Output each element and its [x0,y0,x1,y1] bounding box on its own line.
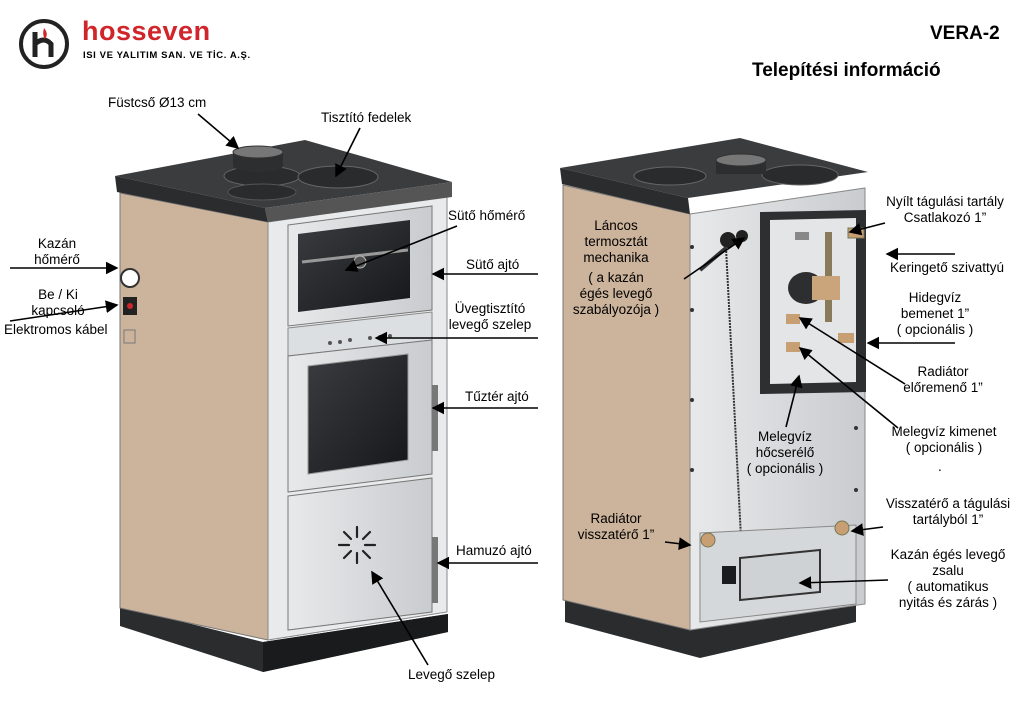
back-stove [560,138,868,658]
chain-line-4: ( a kazán [588,270,644,285]
brand-subtitle: ISI VE YALITIM SAN. VE TİC. A.Ş. [83,50,251,61]
chain-line-2: termosztát [584,234,648,249]
hot-out-line-2: ( opcionális ) [905,440,983,455]
damper-line-1: Kazán égés levegő [890,547,1006,562]
page-title: Telepítési információ [752,60,941,81]
glass-air-line-2: levegő szelep [448,317,532,332]
brand-name: hosseven [82,16,211,46]
firebox-door-label: Tűztér ajtó [465,389,529,404]
chain-line-5: égés levegő [579,286,653,301]
glass-air-label: Üvegtisztító levegő szelep [440,301,540,333]
exchanger-line-3: ( opcionális ) [746,461,824,476]
switch-line-2: kapcsoló [31,303,85,318]
front-stove [115,140,452,672]
air-valve-icon [337,525,377,565]
cable-label: Elektromos kábel [4,322,108,337]
return-exp-line-2: tartályból 1” [912,512,984,527]
return-expansion-label: Visszatérő a tágulási tartályból 1” [876,496,1020,528]
rad-flow-line-2: előremenő 1” [903,380,983,395]
air-valve-label: Levegő szelep [408,667,496,682]
chain-line-3: mechanika [583,250,649,265]
pump-label: Keringető szivattyú [890,260,1005,275]
oven-thermometer-label: Sütő hőmérő [448,208,526,223]
switch-label: Be / Ki kapcsoló [18,287,98,319]
expansion-line-2: Csatlakozó 1” [903,210,987,225]
flue-label: Füstcső Ø13 cm [108,95,207,110]
ash-door-label: Hamuzó ajtó [456,543,532,558]
cold-water-label: Hidegvíz bemenet 1” ( opcionális ) [875,290,995,338]
radiator-flow-label: Radiátor előremenő 1” [888,364,998,396]
cleaning-covers-label: Tisztító fedelek [321,110,412,125]
damper-line-4: nyitás és zárás ) [898,595,998,610]
cold-line-2: bemenet 1” [900,306,970,321]
boiler-thermometer-label: Kazán hőmérő [18,236,96,268]
damper-line-3: ( automatikus [907,579,989,594]
expansion-line-1: Nyílt tágulási tartály [886,194,1004,209]
rad-return-line-1: Radiátor [590,511,642,526]
boiler-thermometer-line-2: hőmérő [34,252,80,267]
chain-line-6: szabályozója ) [572,302,660,317]
chain-thermostat-label: Láncos termosztát mechanika ( a kazán ég… [560,218,672,318]
oven-door-label: Sütő ajtó [466,257,520,272]
switch-line-1: Be / Ki [38,287,78,302]
damper-label: Kazán égés levegő zsalu ( automatikus ny… [876,547,1020,611]
logo [18,18,70,70]
damper-line-2: zsalu [932,563,964,578]
chain-line-1: Láncos [594,218,638,233]
hot-water-out-label: Melegvíz kimenet ( opcionális ) [880,424,1008,456]
model-name: VERA-2 [930,23,1000,44]
leader-arrows [9,113,955,666]
hot-out-line-1: Melegvíz kimenet [891,424,997,439]
rad-flow-line-1: Radiátor [917,364,969,379]
exchanger-line-2: hőcserélő [755,445,815,460]
radiator-return-label: Radiátor visszatérő 1” [566,511,666,543]
exchanger-line-1: Melegvíz [757,429,813,444]
boiler-thermometer-line-1: Kazán [37,236,77,251]
cold-line-3: ( opcionális ) [896,322,974,337]
rad-return-line-2: visszatérő 1” [577,527,655,542]
dot-mark: . [938,459,942,474]
exchanger-label: Melegvíz hőcserélő ( opcionális ) [730,429,840,477]
glass-air-line-1: Üvegtisztító [454,301,526,316]
return-exp-line-1: Visszatérő a tágulási [885,496,1011,511]
cold-line-1: Hidegvíz [908,290,962,305]
expansion-label: Nyílt tágulási tartály Csatlakozó 1” [870,194,1020,226]
logo-mark-icon [19,19,69,69]
